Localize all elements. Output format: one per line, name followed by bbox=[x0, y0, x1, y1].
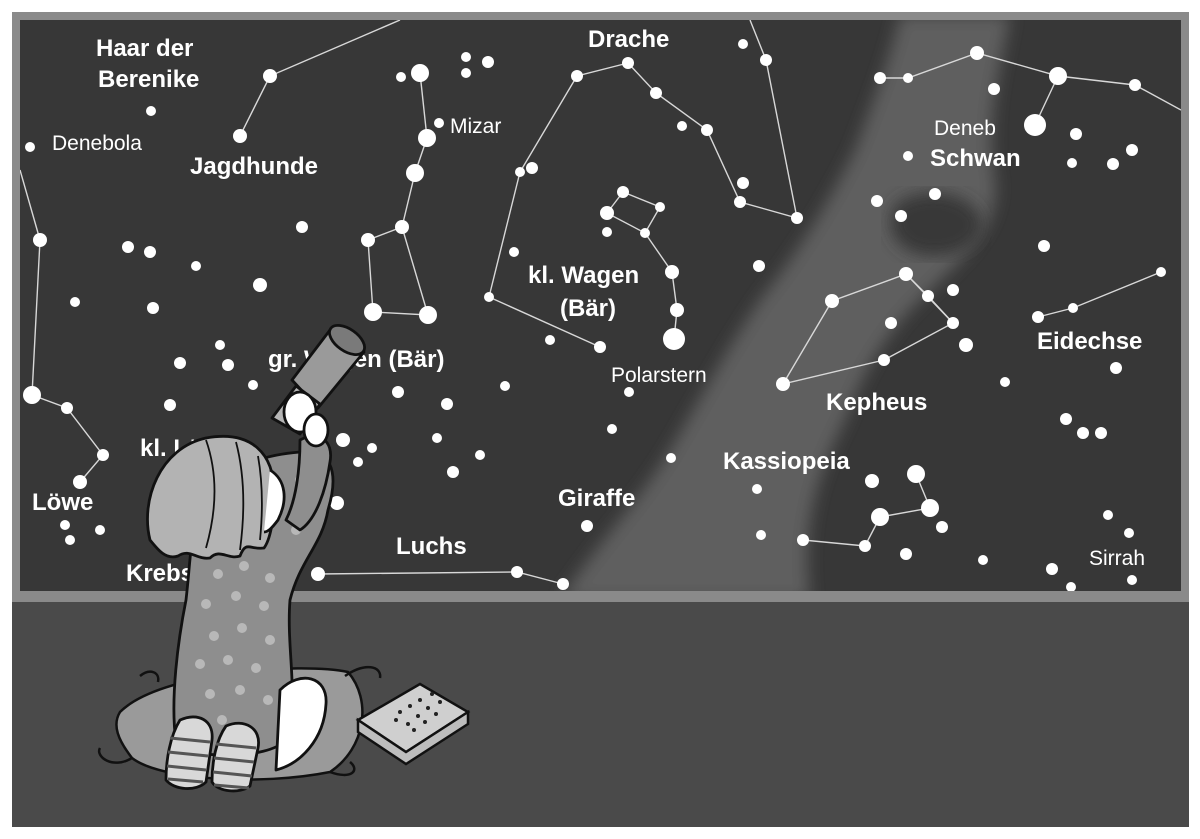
label-kl-wagen-2: (Bär) bbox=[560, 295, 616, 322]
label-krebs: Krebs bbox=[126, 560, 194, 587]
label-kepheus: Kepheus bbox=[826, 389, 927, 416]
striped-socks-icon bbox=[164, 715, 260, 793]
label-luchs: Luchs bbox=[396, 533, 467, 560]
label-haar-der-berenike-2: Berenike bbox=[98, 66, 199, 93]
label-drache: Drache bbox=[588, 26, 669, 53]
label-denebola: Denebola bbox=[52, 132, 142, 155]
milky-way bbox=[566, 20, 1010, 591]
label-deneb: Deneb bbox=[934, 117, 996, 140]
star-labels: Denebola Mizar Deneb Polarstern Sirrah bbox=[52, 115, 1145, 570]
label-schwan: Schwan bbox=[930, 145, 1021, 172]
stars bbox=[23, 39, 1166, 591]
star-atlas-book-icon bbox=[355, 682, 471, 766]
label-kassiopeia: Kassiopeia bbox=[723, 448, 850, 475]
label-giraffe: Giraffe bbox=[558, 485, 635, 512]
girl-with-telescope-icon bbox=[146, 324, 366, 793]
label-sirrah: Sirrah bbox=[1089, 547, 1145, 570]
label-eidechse: Eidechse bbox=[1037, 328, 1142, 355]
label-jagdhunde: Jagdhunde bbox=[190, 153, 318, 180]
label-haar-der-berenike-1: Haar der bbox=[96, 35, 193, 62]
label-mizar: Mizar bbox=[450, 115, 501, 138]
label-polarstern: Polarstern bbox=[611, 364, 707, 387]
label-kl-wagen-1: kl. Wagen bbox=[528, 262, 639, 289]
label-loewe: Löwe bbox=[32, 489, 93, 516]
